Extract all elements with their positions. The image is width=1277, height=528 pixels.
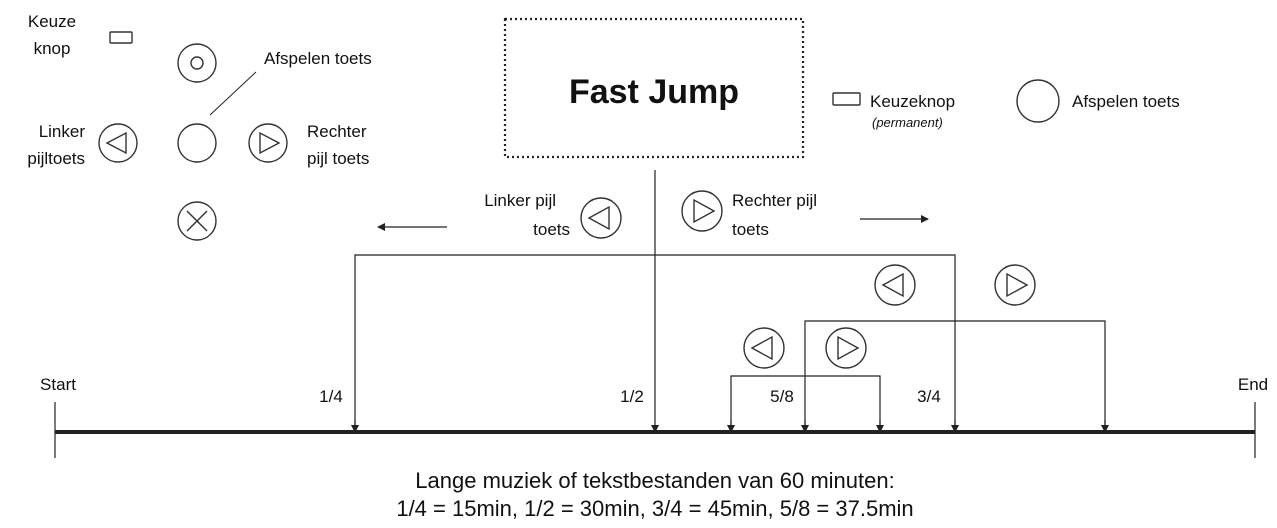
caption-line1: Lange muziek of tekstbestanden van 60 mi… xyxy=(415,468,894,493)
left-arrow-key-label-line2: pijltoets xyxy=(27,149,85,168)
nav-right-label-line2: toets xyxy=(732,220,769,239)
mode-title: Fast Jump xyxy=(569,73,739,111)
timeline: Start End 1/4 1/2 5/8 3/4 xyxy=(40,375,1268,458)
level2-right-arrow-icon xyxy=(994,264,1036,306)
level3-left-arrow-icon xyxy=(743,327,785,369)
permanent-select-key-label: Keuzeknop xyxy=(870,92,955,111)
timeline-start-label: Start xyxy=(40,375,76,394)
mode-play-key-icon xyxy=(1016,79,1060,123)
play-key-pointer-line xyxy=(209,71,257,116)
cancel-key-icon xyxy=(177,201,217,241)
nav-right-label-line1: Rechter pijl xyxy=(732,191,817,210)
marker-label-half: 1/2 xyxy=(620,387,644,406)
mode-play-key-label: Afspelen toets xyxy=(1072,92,1180,111)
caption-line2: 1/4 = 15min, 1/2 = 30min, 3/4 = 45min, 5… xyxy=(396,496,913,521)
mode-legend: Keuzeknop (permanent) Afspelen toets xyxy=(832,79,1180,130)
level3-right-arrow-icon xyxy=(825,327,867,369)
timeline-end-label: End xyxy=(1238,375,1268,394)
jump-connectors xyxy=(351,170,1109,433)
marker-label-five-eighths: 5/8 xyxy=(770,387,794,406)
right-arrow-key-label-line1: Rechter xyxy=(307,122,367,141)
key-legend: Keuze knop Afspelen toets Linker pijltoe… xyxy=(27,12,372,241)
select-key-label-line1: Keuze xyxy=(28,12,76,31)
left-arrow-key-icon xyxy=(98,123,138,163)
right-arrow-key-label-line2: pijl toets xyxy=(307,149,369,168)
right-arrow-key-icon xyxy=(248,123,288,163)
caption: Lange muziek of tekstbestanden van 60 mi… xyxy=(396,468,913,521)
permanent-select-key-icon xyxy=(832,92,861,106)
mode-box-frame xyxy=(503,17,805,159)
nav-left-label-line2: toets xyxy=(533,220,570,239)
level2-left-arrow-icon xyxy=(874,264,916,306)
play-key-label: Afspelen toets xyxy=(264,49,372,68)
play-key-top-icon xyxy=(177,43,217,83)
nav-left-arrow-icon xyxy=(580,197,622,239)
nav-left-label-line1: Linker pijl xyxy=(484,191,556,210)
quarter-bracket xyxy=(354,254,956,432)
marker-label-quarter: 1/4 xyxy=(319,387,343,406)
select-key-icon xyxy=(109,31,133,44)
permanent-select-key-note: (permanent) xyxy=(872,115,943,130)
select-key-label-line2: knop xyxy=(34,39,71,58)
marker-label-three-quarter: 3/4 xyxy=(917,387,941,406)
left-arrow-key-label-line1: Linker xyxy=(39,122,86,141)
level3-bracket xyxy=(730,375,881,432)
center-play-key-icon xyxy=(177,123,217,163)
mode-box: Fast Jump xyxy=(503,17,805,159)
navigation-labels: Linker pijl toets Rechter pijl toets xyxy=(377,190,929,239)
nav-right-arrow-icon xyxy=(681,190,723,232)
